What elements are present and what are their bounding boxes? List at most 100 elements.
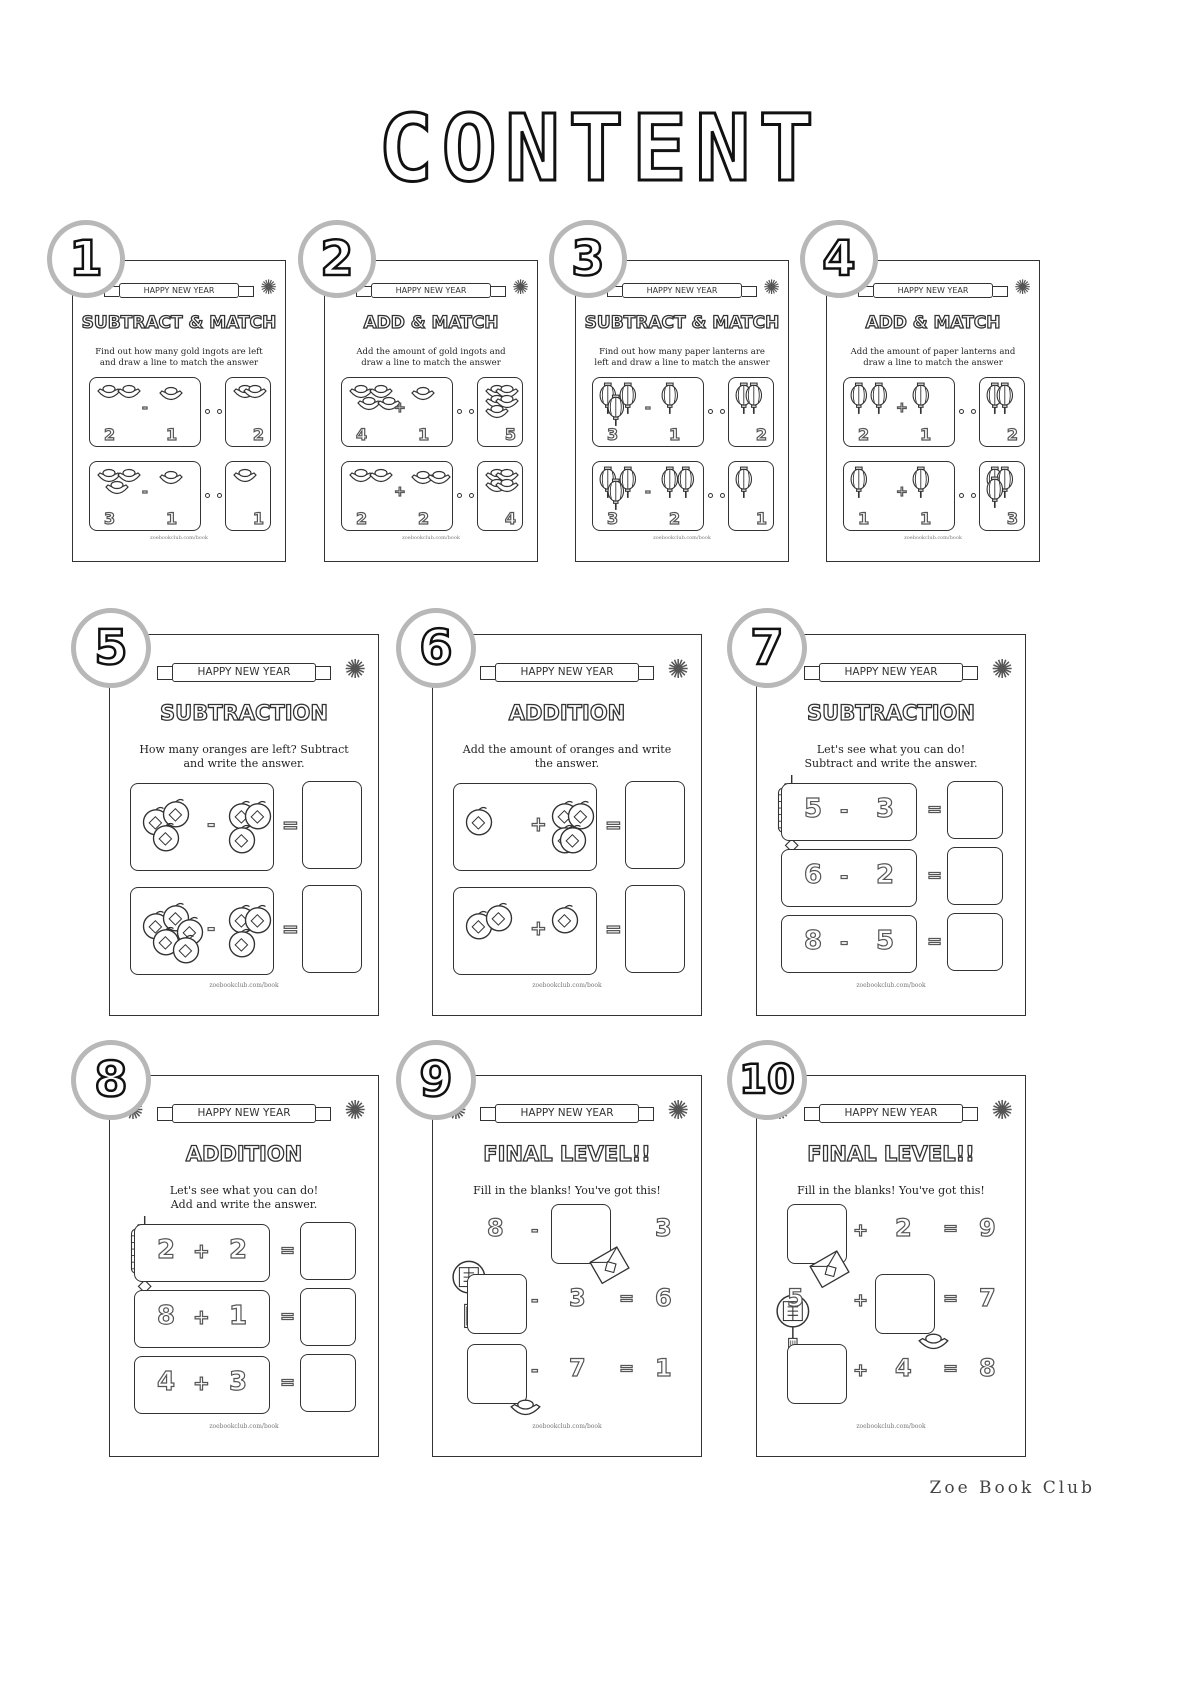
right-count: 2 bbox=[417, 508, 430, 528]
worksheet-instructions: Fill in the blanks! You've got this! bbox=[797, 1184, 985, 1197]
operand-a: 6 bbox=[803, 859, 823, 890]
left-count: 2 bbox=[355, 508, 368, 528]
result: 3 bbox=[654, 1213, 672, 1242]
operand-a: 5 bbox=[786, 1283, 804, 1312]
operator: - bbox=[839, 797, 849, 822]
brand-name: Zoe Book Club bbox=[929, 1478, 1095, 1498]
worksheet-instructions: Add the amount of paper lanterns and dra… bbox=[850, 347, 1016, 369]
gold-ingot-icon bbox=[349, 384, 373, 399]
match-dot bbox=[971, 493, 976, 498]
operand-b: 2 bbox=[228, 1234, 248, 1265]
operator: + bbox=[529, 811, 547, 836]
problem-box: 2+2 bbox=[341, 461, 453, 531]
orange-icon bbox=[172, 934, 200, 964]
firework-right-icon: ✺ bbox=[344, 655, 366, 685]
problem-box: + bbox=[453, 783, 597, 871]
problem-box: 4+3 bbox=[134, 1356, 270, 1414]
left-count: 1 bbox=[857, 508, 870, 528]
operator: + bbox=[852, 1289, 869, 1311]
right-count: 1 bbox=[165, 424, 178, 444]
operator: - bbox=[206, 915, 216, 940]
match-dot bbox=[959, 409, 964, 414]
result: 8 bbox=[978, 1353, 996, 1382]
answer-count: 5 bbox=[504, 424, 516, 444]
orange-icon bbox=[485, 902, 513, 932]
happy-new-year-banner: HAPPY NEW YEAR bbox=[607, 283, 757, 298]
answer-box bbox=[302, 885, 362, 973]
orange-icon bbox=[465, 806, 493, 836]
answer-box bbox=[947, 847, 1003, 905]
paper-lantern-icon bbox=[870, 382, 888, 414]
worksheet-instructions: Add the amount of oranges and write the … bbox=[462, 743, 672, 771]
happy-new-year-banner: HAPPY NEW YEAR bbox=[157, 663, 331, 682]
worksheet-instructions: Let's see what you can do! Add and write… bbox=[169, 1184, 319, 1212]
answer-count: 3 bbox=[1006, 508, 1018, 528]
worksheet-instructions: How many oranges are left? Subtract and … bbox=[139, 743, 349, 771]
orange-icon bbox=[465, 910, 493, 940]
equals-sign: = bbox=[926, 798, 943, 820]
firework-right-icon: ✺ bbox=[260, 275, 277, 299]
match-dot bbox=[720, 409, 725, 414]
gold-ingot-icon bbox=[495, 384, 519, 399]
gold-ingot-icon bbox=[97, 384, 121, 399]
result: 7 bbox=[978, 1283, 996, 1312]
match-dot bbox=[959, 493, 964, 498]
operator: + bbox=[895, 483, 908, 500]
right-count: 1 bbox=[919, 424, 932, 444]
gold-ingot-icon bbox=[369, 468, 393, 483]
gold-ingot-icon bbox=[510, 1399, 541, 1416]
answer-box bbox=[625, 885, 685, 973]
gold-ingot-icon bbox=[117, 384, 141, 399]
page-number-badge: 2 bbox=[298, 220, 376, 298]
operand-a: 2 bbox=[156, 1234, 176, 1265]
match-dot bbox=[469, 493, 474, 498]
worksheet-footer-url: zoebookclub.com/book bbox=[209, 982, 279, 989]
paper-lantern-icon bbox=[661, 382, 679, 414]
problem-box: 3-2 bbox=[592, 461, 704, 531]
match-dot bbox=[469, 409, 474, 414]
equals-sign: = bbox=[279, 1305, 296, 1327]
answer-box bbox=[947, 781, 1003, 839]
gold-ingot-icon bbox=[159, 386, 183, 401]
match-dot bbox=[217, 409, 222, 414]
paper-lantern-icon bbox=[850, 382, 868, 414]
worksheet-title: ADDITION bbox=[185, 1141, 303, 1166]
firework-right-icon: ✺ bbox=[667, 1096, 689, 1126]
problem-box: 3-1 bbox=[89, 461, 201, 531]
worksheet-footer-url: zoebookclub.com/book bbox=[532, 1423, 602, 1430]
problem-box: 5-3 bbox=[781, 783, 917, 841]
orange-icon bbox=[244, 904, 272, 934]
gold-ingot-icon bbox=[243, 384, 267, 399]
problem-box: 4+1 bbox=[341, 377, 453, 447]
problem-box: 2+1 bbox=[843, 377, 955, 447]
operator: + bbox=[852, 1359, 869, 1381]
worksheet-instructions: Find out how many gold ingots are left a… bbox=[95, 347, 263, 369]
gold-ingot-icon bbox=[411, 386, 435, 401]
firework-right-icon: ✺ bbox=[512, 275, 529, 299]
answer-count: 1 bbox=[252, 508, 264, 528]
worksheet-instructions: Add the amount of gold ingots and draw a… bbox=[356, 347, 506, 369]
operator: - bbox=[839, 863, 849, 888]
paper-lantern-icon bbox=[735, 466, 753, 498]
operand-a: 5 bbox=[803, 793, 823, 824]
operator: - bbox=[644, 399, 651, 416]
operator: + bbox=[529, 915, 547, 940]
operand-b: 7 bbox=[568, 1353, 586, 1382]
operand-b: 3 bbox=[568, 1283, 586, 1312]
worksheet-footer-url: zoebookclub.com/book bbox=[904, 535, 962, 541]
operator: - bbox=[530, 1219, 539, 1241]
result: 6 bbox=[654, 1283, 672, 1312]
match-dot bbox=[205, 493, 210, 498]
left-count: 2 bbox=[103, 424, 116, 444]
paper-lantern-icon bbox=[677, 466, 695, 498]
equals-sign: = bbox=[604, 812, 622, 837]
right-count: 2 bbox=[668, 508, 681, 528]
firework-right-icon: ✺ bbox=[991, 1096, 1013, 1126]
operator: - bbox=[141, 483, 148, 500]
operator: + bbox=[192, 1238, 210, 1263]
blank-box bbox=[467, 1274, 527, 1334]
gold-ingot-icon bbox=[117, 468, 141, 483]
worksheet-title: FINAL LEVEL!! bbox=[807, 1141, 976, 1166]
paper-lantern-icon bbox=[745, 382, 763, 414]
